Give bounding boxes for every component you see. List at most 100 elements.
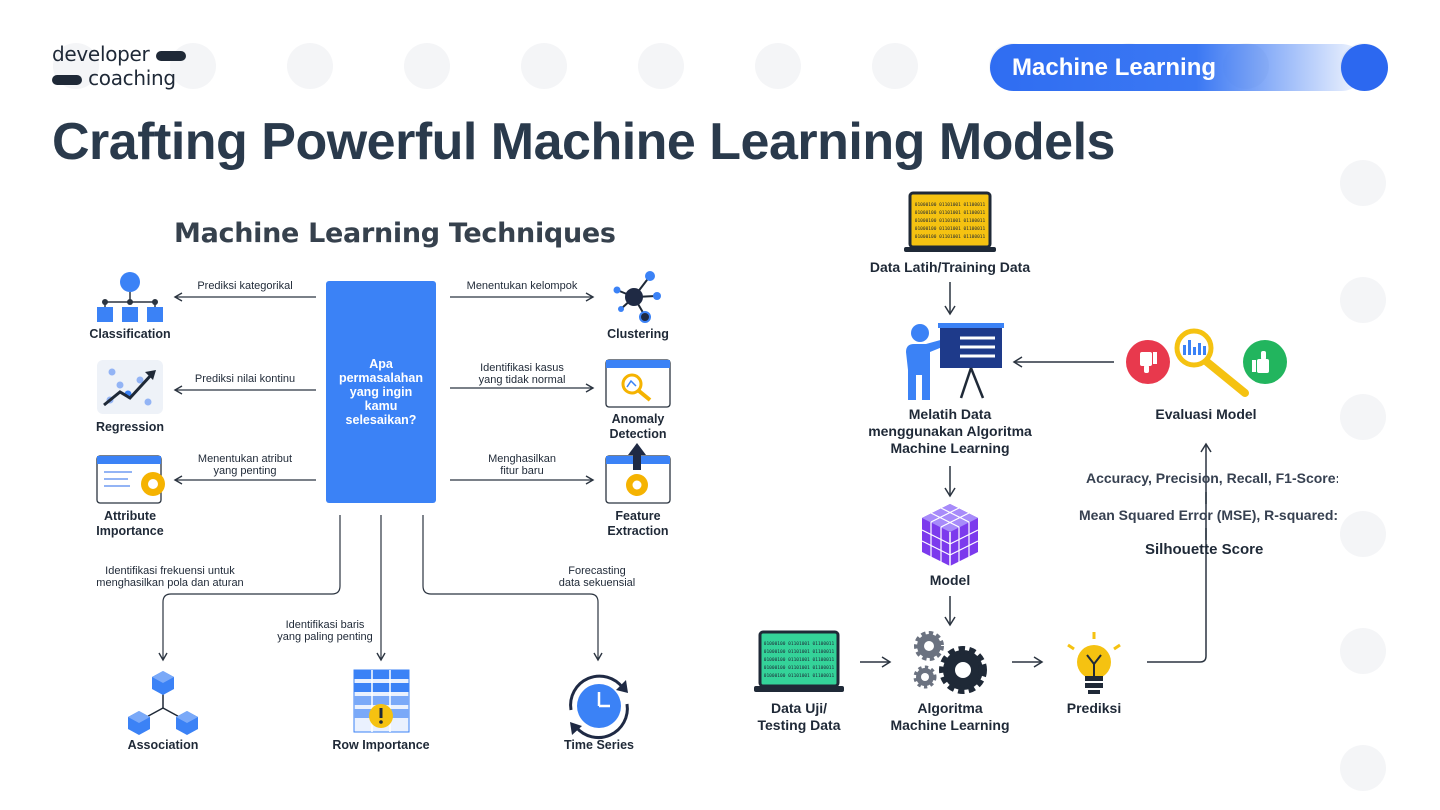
evaluation-label: Evaluasi Model: [1155, 406, 1257, 422]
background-dot: [1340, 160, 1386, 206]
background-dot: [287, 43, 333, 89]
thumbs-down-icon: [1126, 340, 1170, 384]
window-upload-gear-icon: [605, 443, 671, 504]
desc-row-2: yang paling penting: [277, 631, 373, 643]
desc-clustering: Menentukan kelompok: [466, 280, 578, 292]
training-laptop-icon: 01000100 01101001 01100011 01000100 0110…: [904, 191, 996, 252]
binary-text-10: 01000100 01101001 01100011: [764, 673, 835, 679]
binary-text-3: 01000100 01101001 01100011: [915, 218, 986, 224]
topic-tag-label: Machine Learning: [990, 44, 1365, 91]
testing-data-label: Data Uji/ Testing Data: [739, 700, 859, 734]
desc-row-importance: Identifikasi baris yang paling penting: [255, 619, 395, 643]
desc-anomaly-1: Identifikasi kasus: [480, 362, 564, 374]
desc-attribute-importance: Menentukan atribut yang penting: [170, 453, 320, 477]
desc-association-1: Identifikasi frekuensi untuk: [105, 565, 235, 577]
label-time-series: Time Series: [564, 738, 634, 752]
algorithm-label: Algoritma Machine Learning: [870, 700, 1030, 734]
desc-row-1: Identifikasi baris: [285, 619, 365, 631]
window-magnifier-icon: [605, 359, 671, 408]
label-feature: Feature: [615, 509, 661, 523]
train-label-2: menggunakan Algoritma: [868, 423, 1032, 439]
metric-regression: Mean Squared Error (MSE), R-squared:: [1079, 507, 1339, 523]
binary-text-6: 01000100 01101001 01100011: [764, 641, 835, 647]
label-clustering: Clustering: [607, 327, 669, 341]
cluster-nodes-icon: [613, 271, 661, 323]
label-extraction: Extraction: [607, 524, 669, 538]
desc-association: Identifikasi frekuensi untuk menghasilka…: [80, 565, 260, 589]
techniques-heading: Machine Learning Techniques: [174, 218, 616, 249]
desc-feature-2: fitur baru: [500, 465, 544, 477]
label-attribute: Attribute: [103, 509, 157, 523]
topic-tag-dot: [1341, 44, 1388, 91]
label-association: Association: [127, 738, 199, 752]
brand-logo: developer coaching: [52, 42, 186, 90]
binary-text-8: 01000100 01101001 01100011: [764, 657, 835, 663]
model-label: Model: [929, 572, 971, 588]
background-dot: [1340, 511, 1386, 557]
binary-text-2: 01000100 01101001 01100011: [915, 210, 986, 216]
train-label-3: Machine Learning: [890, 440, 1010, 456]
desc-classification: Prediksi kategorikal: [197, 280, 293, 292]
background-dot: [404, 43, 450, 89]
desc-attribute-2: yang penting: [213, 465, 277, 477]
background-dot: [755, 43, 801, 89]
arrow-prediction-to-evaluation: [1147, 442, 1212, 663]
thumbs-up-icon: [1243, 340, 1287, 384]
train-label-1: Melatih Data: [908, 406, 992, 422]
binary-text-7: 01000100 01101001 01100011: [764, 649, 835, 655]
background-dot: [872, 43, 918, 89]
testing-data-label-1: Data Uji/: [770, 700, 827, 716]
presenter-board-icon: [906, 323, 1004, 400]
cube-network-icon: [128, 671, 198, 735]
center-question-box: Apa permasalahan yang ingin kamu selesai…: [326, 281, 436, 503]
background-dot: [1340, 628, 1386, 674]
algorithm-label-2: Machine Learning: [890, 717, 1010, 733]
training-data-label: Data Latih/Training Data: [869, 259, 1031, 275]
label-feature-extraction: Feature Extraction: [588, 509, 688, 539]
label-regression: Regression: [95, 420, 165, 434]
magnifier-chart-icon: [1174, 328, 1249, 397]
binary-text-9: 01000100 01101001 01100011: [764, 665, 835, 671]
arrow-to-time-series: [422, 515, 603, 662]
label-row-importance: Row Importance: [332, 738, 430, 752]
background-dot: [1340, 745, 1386, 791]
label-importance: Importance: [96, 524, 164, 538]
arrow-to-association: [158, 515, 341, 662]
topic-tag: Machine Learning: [990, 44, 1388, 91]
label-classification: Classification: [89, 327, 171, 341]
prediction-label: Prediksi: [1066, 700, 1122, 716]
binary-text-4: 01000100 01101001 01100011: [915, 226, 986, 232]
lightbulb-icon: [1067, 632, 1121, 694]
brand-pill-right: [155, 50, 186, 61]
center-question-text: Apa permasalahan yang ingin kamu selesai…: [338, 357, 424, 427]
background-dot: [521, 43, 567, 89]
desc-time-2: data sekuensial: [558, 577, 636, 589]
window-gear-icon: [96, 455, 165, 504]
desc-anomaly-2: yang tidak normal: [478, 374, 566, 386]
metric-clustering: Silhouette Score: [1145, 541, 1264, 558]
label-detection: Detection: [609, 427, 667, 441]
desc-feature: Menghasilkan fitur baru: [447, 453, 597, 477]
metric-classification: Accuracy, Precision, Recall, F1-Score:: [1086, 470, 1338, 486]
desc-attribute-1: Menentukan atribut: [197, 453, 293, 465]
gears-icon: [913, 631, 987, 694]
hierarchy-icon: [97, 272, 163, 322]
desc-association-2: menghasilkan pola dan aturan: [96, 577, 244, 589]
trend-chart-icon: [97, 360, 163, 414]
testing-laptop-icon: 01000100 01101001 01100011 01000100 0110…: [754, 630, 844, 692]
label-attribute-importance: Attribute Importance: [80, 509, 180, 539]
brand-line1: developer: [52, 42, 150, 66]
train-label: Melatih Data menggunakan Algoritma Machi…: [840, 406, 1060, 457]
brand-line2: coaching: [88, 66, 176, 90]
page-title: Crafting Powerful Machine Learning Model…: [52, 113, 1115, 171]
desc-time-series: Forecasting data sekuensial: [527, 565, 667, 589]
background-dot: [1340, 277, 1386, 323]
testing-data-label-2: Testing Data: [757, 717, 841, 733]
desc-anomaly: Identifikasi kasus yang tidak normal: [447, 362, 597, 386]
label-anomaly-detection: Anomaly Detection: [588, 412, 688, 442]
background-dot: [1340, 394, 1386, 440]
background-dot: [638, 43, 684, 89]
table-warning-icon: [353, 669, 410, 733]
